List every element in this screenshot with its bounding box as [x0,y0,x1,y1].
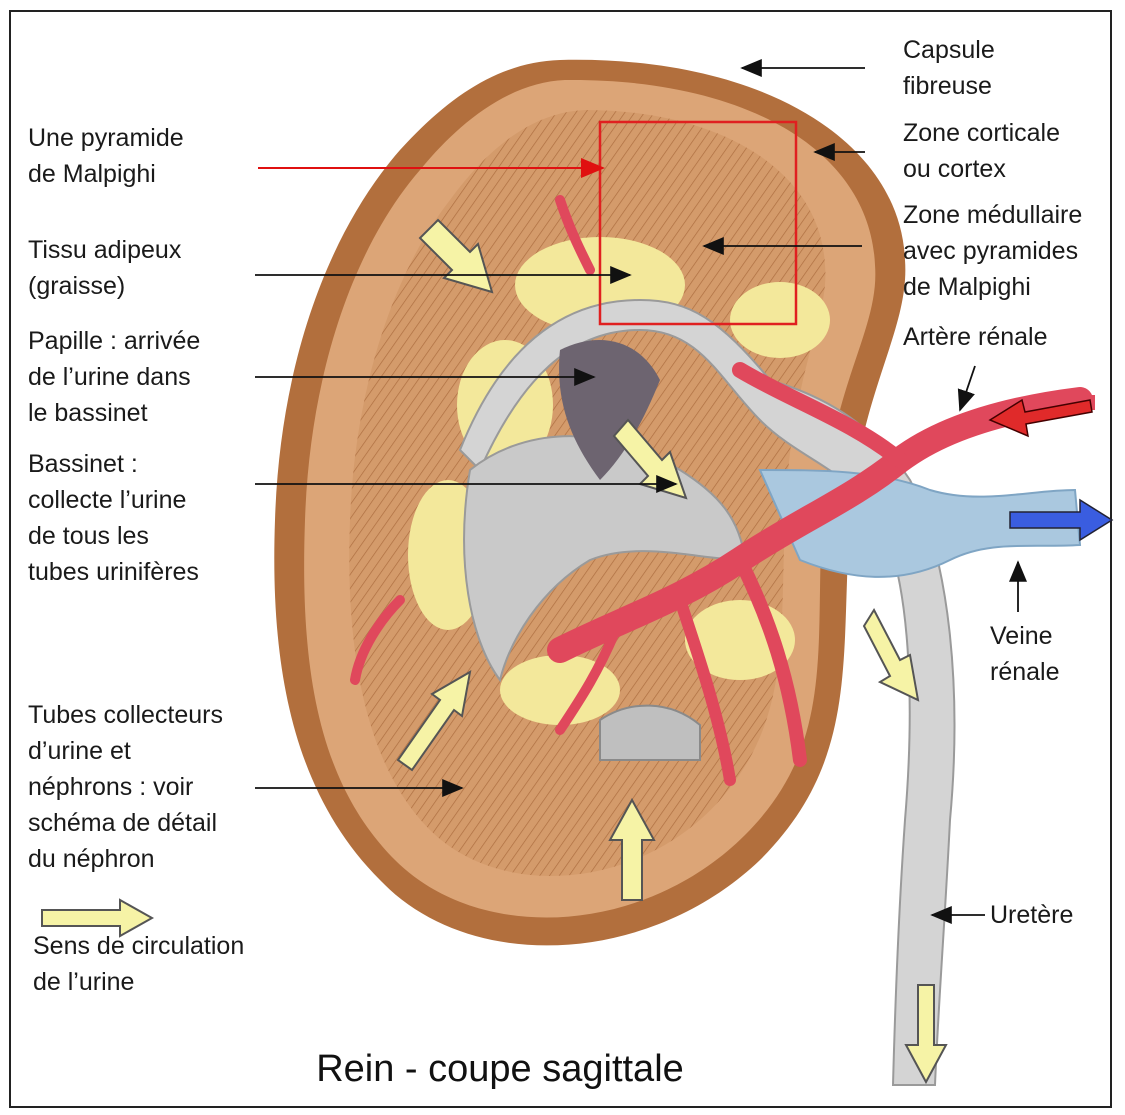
label-papille: Papille : arrivée de l’urine dans le bas… [28,323,200,431]
label-pyramide-malpighi: Une pyramide de Malpighi [28,120,184,192]
label-artere-renale: Artère rénale [903,319,1048,355]
label-legende: Sens de circulation de l’urine [33,928,244,1000]
diagram-title: Rein - coupe sagittale [0,1048,1000,1091]
label-zone-medullaire: Zone médullaire avec pyramides de Malpig… [903,197,1082,305]
label-uretere: Uretère [990,897,1073,933]
label-bassinet: Bassinet : collecte l’urine de tous les … [28,446,199,590]
label-capsule-fibreuse: Capsule fibreuse [903,32,995,104]
label-tissu-adipeux: Tissu adipeux (graisse) [28,232,181,304]
label-tubes-collecteurs: Tubes collecteurs d’urine et néphrons : … [28,697,223,877]
label-zone-corticale: Zone corticale ou cortex [903,115,1060,187]
label-veine-renale: Veine rénale [990,618,1060,690]
